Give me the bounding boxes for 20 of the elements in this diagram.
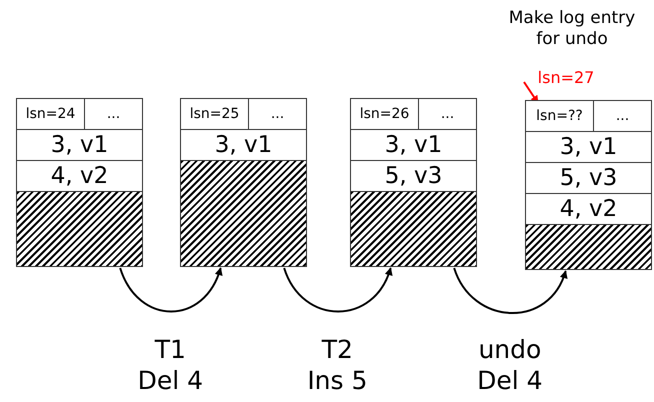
- lsn-field: lsn=26: [351, 99, 419, 130]
- edge-label: T2 Ins 5: [306, 334, 368, 396]
- page-box: [525, 100, 652, 270]
- arrow: [119, 267, 222, 312]
- lsn-field: lsn=25: [181, 99, 249, 130]
- arrow: [453, 268, 567, 314]
- free-space-area: [526, 225, 651, 269]
- page-box: [16, 98, 143, 267]
- lsn-field: lsn=24: [17, 99, 85, 130]
- annotation-text: lsn=27: [533, 66, 599, 88]
- page-box: [180, 98, 307, 267]
- lsn-field: lsn=??: [526, 101, 594, 132]
- page-box: [350, 98, 477, 267]
- free-space-area: [17, 192, 142, 266]
- free-space-area: [181, 161, 306, 266]
- edge-label: undo Del 4: [476, 334, 544, 396]
- arrow: [283, 267, 392, 312]
- note-text: Make log entry for undo: [508, 8, 636, 50]
- free-space-area: [351, 192, 476, 266]
- edge-label: T1 Del 4: [136, 334, 204, 396]
